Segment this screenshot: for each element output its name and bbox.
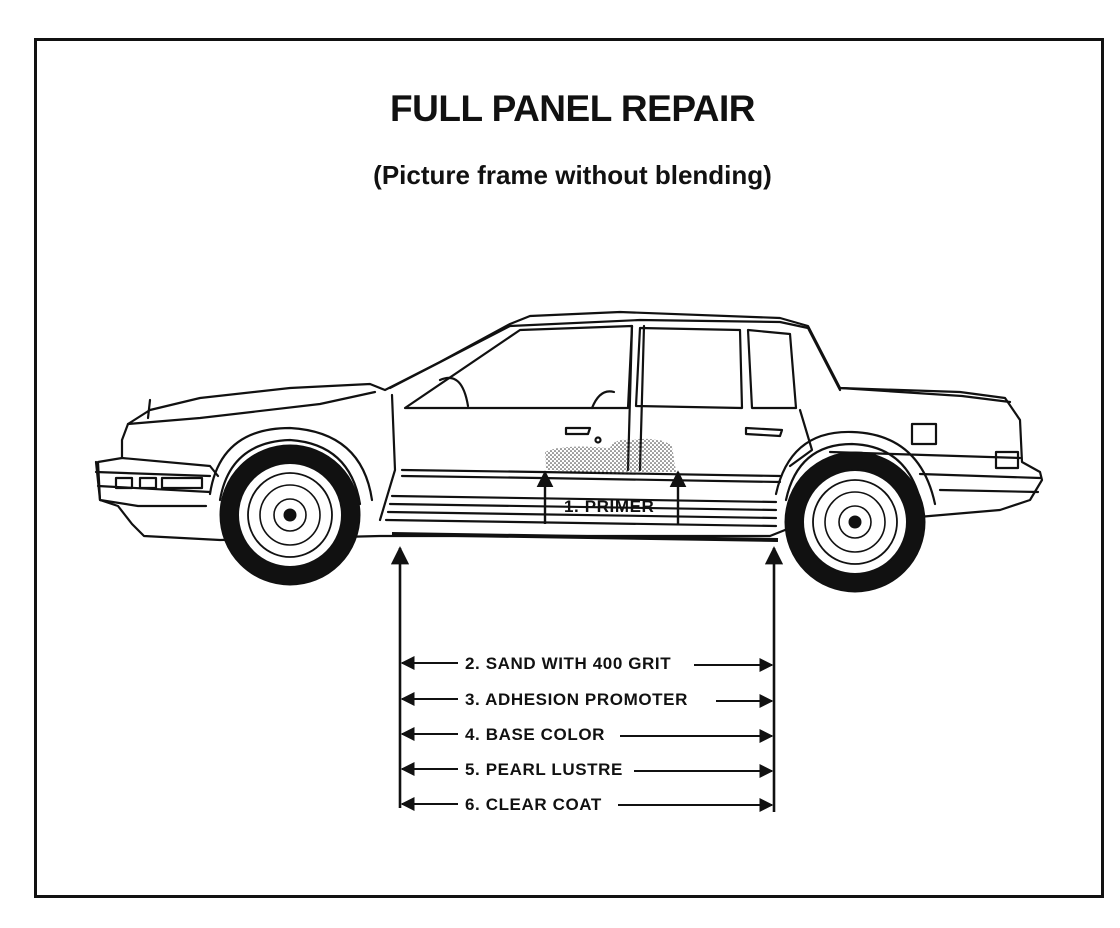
repair-steps: 2. SAND WITH 400 GRIT 3. ADHESION PROMOT…	[400, 654, 774, 814]
step-row: 3. ADHESION PROMOTER	[400, 690, 774, 709]
front-wheel	[219, 444, 361, 586]
diagram-frame	[34, 38, 1104, 898]
primer-arrows	[536, 470, 687, 524]
diagram-subtitle: (Picture frame without blending)	[373, 160, 772, 190]
step-label: 2. SAND WITH 400 GRIT	[465, 654, 671, 673]
step-label: 6. CLEAR COAT	[465, 795, 602, 814]
rocker-panel-line	[391, 532, 779, 542]
step-label: 3. ADHESION PROMOTER	[465, 690, 688, 709]
panel-boundary-arrows	[390, 546, 784, 812]
primer-label: 1. PRIMER	[564, 497, 654, 516]
diagram-title: FULL PANEL REPAIR	[390, 88, 755, 129]
step-label: 4. BASE COLOR	[465, 725, 605, 744]
rear-wheel	[784, 451, 926, 593]
step-row: 6. CLEAR COAT	[400, 795, 774, 814]
step-row: 2. SAND WITH 400 GRIT	[400, 654, 774, 673]
step-row: 4. BASE COLOR	[400, 725, 774, 744]
step-row: 5. PEARL LUSTRE	[400, 760, 774, 779]
step-label: 5. PEARL LUSTRE	[465, 760, 623, 779]
damage-area	[545, 438, 676, 474]
